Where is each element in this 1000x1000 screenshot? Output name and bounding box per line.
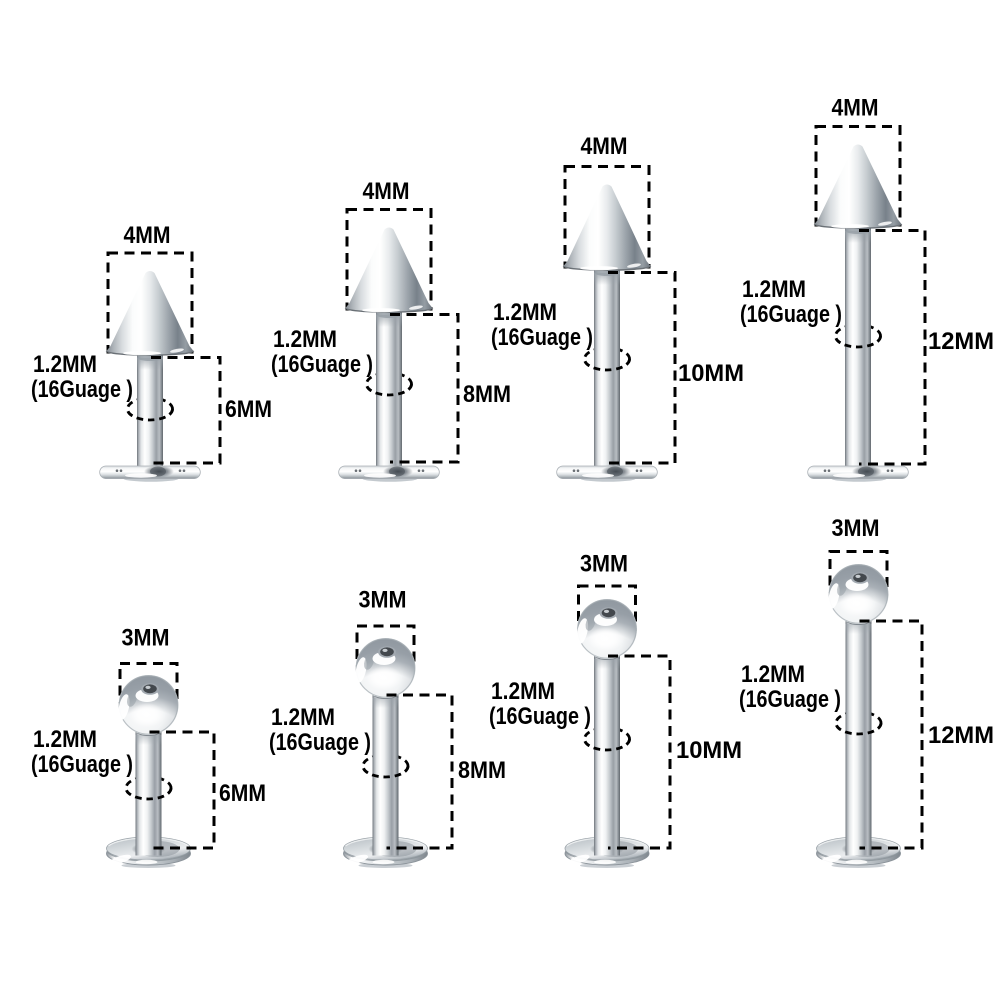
head-size-label: 3MM <box>122 625 170 652</box>
stud-figure-cone-6mm: 4MM 1.2MM (16Guage ) 6MM <box>31 222 272 482</box>
length-label: 12MM <box>928 722 994 749</box>
length-label: 10MM <box>676 737 742 764</box>
gauge-label-line1: 1.2MM <box>742 276 806 303</box>
gauge-label-line1: 1.2MM <box>273 326 337 353</box>
length-label: 8MM <box>458 757 506 784</box>
gauge-label-line1: 1.2MM <box>493 299 557 326</box>
gauge-label-line2: (16Guage ) <box>739 686 841 713</box>
stud-figure-ball-12mm: 3MM 1.2MM (16Guage ) 12MM <box>739 515 994 868</box>
stud-figure-ball-10mm: 3MM 1.2MM (16Guage ) 10MM <box>489 551 742 868</box>
stud-figure-cone-8mm: 4MM 1.2MM (16Guage ) 8MM <box>271 178 511 482</box>
length-label: 10MM <box>678 360 744 387</box>
length-label: 6MM <box>219 780 266 807</box>
stud-figure-ball-6mm: 3MM 1.2MM (16Guage ) 6MM <box>31 625 266 868</box>
length-label: 12MM <box>928 328 994 355</box>
gauge-label-line2: (16Guage ) <box>740 301 842 328</box>
stud-figure-ball-8mm: 3MM 1.2MM (16Guage ) 8MM <box>269 587 506 868</box>
gauge-label-line2: (16Guage ) <box>31 376 133 403</box>
gauge-label-line2: (16Guage ) <box>269 729 371 756</box>
head-size-label: 4MM <box>832 95 879 122</box>
gauge-label-line2: (16Guage ) <box>31 751 133 778</box>
gauge-label-line2: (16Guage ) <box>489 703 591 730</box>
head-size-label: 3MM <box>832 515 880 542</box>
gauge-label-line1: 1.2MM <box>491 678 555 705</box>
stud-figure-cone-10mm: 4MM 1.2MM (16Guage ) 10MM <box>491 133 744 482</box>
head-size-label: 4MM <box>124 222 171 249</box>
gauge-label-line1: 1.2MM <box>33 726 97 753</box>
gauge-label-line1: 1.2MM <box>271 704 335 731</box>
length-label: 8MM <box>463 381 511 408</box>
gauge-label-line1: 1.2MM <box>741 661 805 688</box>
head-size-label: 4MM <box>363 178 410 205</box>
head-size-label: 3MM <box>580 551 628 578</box>
gauge-label-line2: (16Guage ) <box>271 351 373 378</box>
length-label: 6MM <box>225 396 272 423</box>
head-size-label: 3MM <box>359 587 407 614</box>
head-size-label: 4MM <box>581 133 628 160</box>
stud-figure-cone-12mm: 4MM 1.2MM (16Guage ) 12MM <box>740 95 994 482</box>
gauge-label-line1: 1.2MM <box>33 351 97 378</box>
gauge-label-line2: (16Guage ) <box>491 324 593 351</box>
